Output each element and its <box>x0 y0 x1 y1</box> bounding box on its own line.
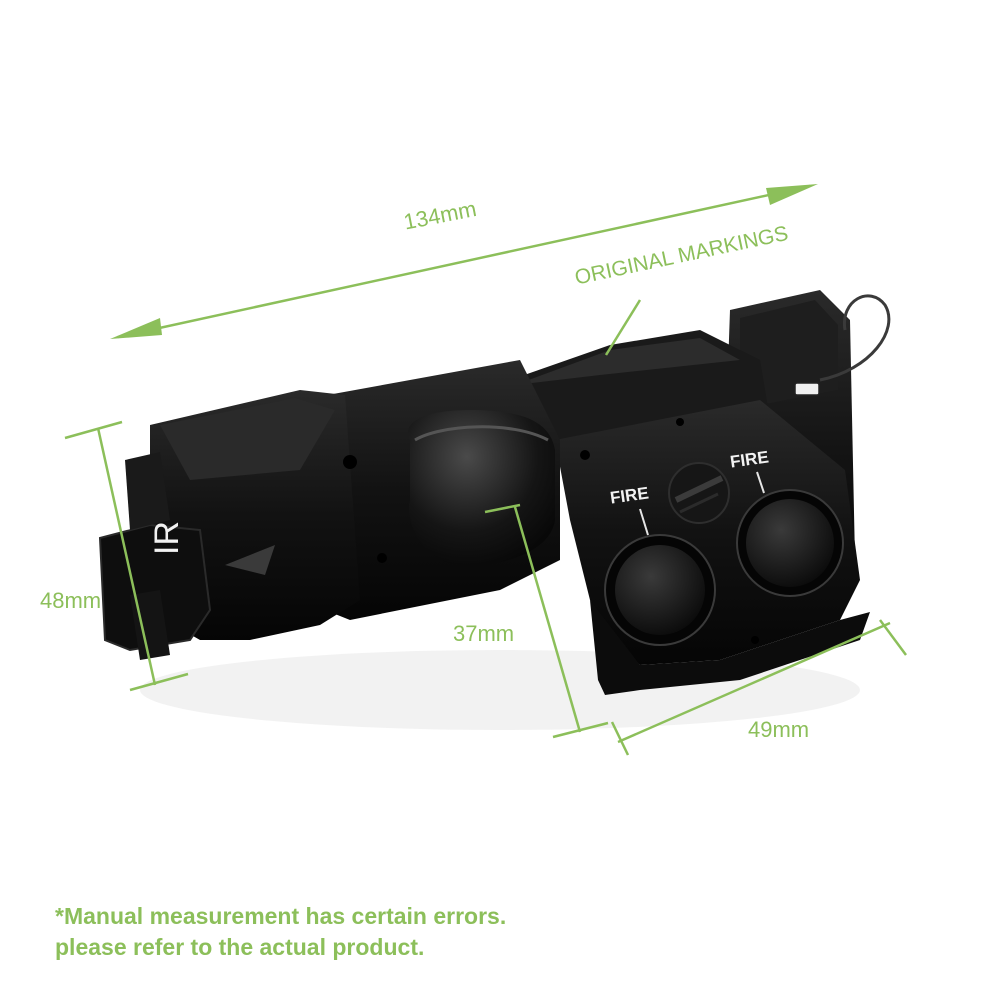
length-dimension-line <box>117 184 811 339</box>
depth-label: 37mm <box>453 621 515 646</box>
fire-button-left <box>615 545 705 635</box>
width-label: 49mm <box>748 717 810 742</box>
fire-button-right <box>746 499 834 587</box>
cable <box>819 294 891 382</box>
depth-dimension-line <box>513 506 582 733</box>
rotary-knob <box>408 410 555 566</box>
height-dimension-line <box>96 427 157 686</box>
disclaimer-line-1: *Manual measurement has certain errors. <box>55 903 507 929</box>
disclaimer-line-2: please refer to the actual product. <box>55 934 425 960</box>
width-dimension-line <box>617 621 891 744</box>
disclaimer: *Manual measurement has certain errors. … <box>55 901 506 963</box>
mode-selector <box>668 462 730 524</box>
arrowhead-right <box>766 184 818 205</box>
height-label: 48mm <box>40 588 102 613</box>
arrowhead-left <box>110 318 162 339</box>
rail-clamp <box>590 600 870 695</box>
ir-marking: IR <box>148 521 186 555</box>
markings-leader-line <box>604 299 642 356</box>
